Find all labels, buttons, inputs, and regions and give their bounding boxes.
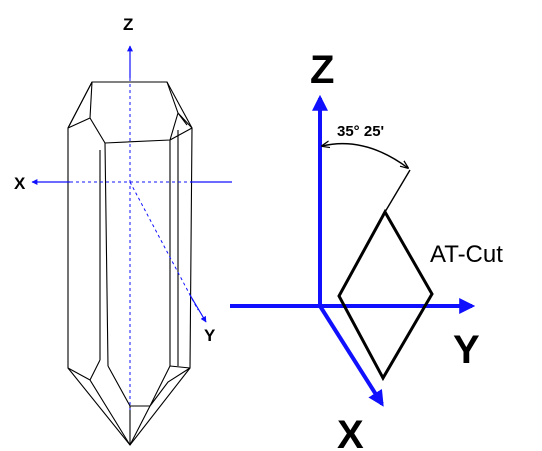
cut-z-label: Z xyxy=(310,48,334,92)
at-cut-plate xyxy=(337,208,434,382)
crystal-hidden-axes xyxy=(70,78,199,410)
crystal-axes xyxy=(31,45,232,323)
cut-y-label: Y xyxy=(453,328,480,372)
crystal-outline xyxy=(67,81,193,446)
crystal-prism-edges xyxy=(99,130,179,367)
crystal-x-label: X xyxy=(14,174,26,193)
crystal-y-label: Y xyxy=(204,326,216,345)
cut-x-label: X xyxy=(337,413,364,451)
crystal-z-label: Z xyxy=(123,15,133,34)
cut-x-axis xyxy=(318,304,384,407)
angle-label: 35° 25' xyxy=(337,123,384,140)
angle-arc xyxy=(322,144,408,168)
cut-angle-ray xyxy=(384,169,411,213)
quartz-crystal xyxy=(67,81,193,446)
cut-axes xyxy=(230,94,476,407)
crystal-top-facets xyxy=(67,81,193,144)
crystal-y-axis xyxy=(189,294,207,323)
angle-indicator xyxy=(322,144,411,213)
cut-label: AT-Cut xyxy=(430,241,503,268)
crystal-bottom-facets xyxy=(67,359,191,446)
